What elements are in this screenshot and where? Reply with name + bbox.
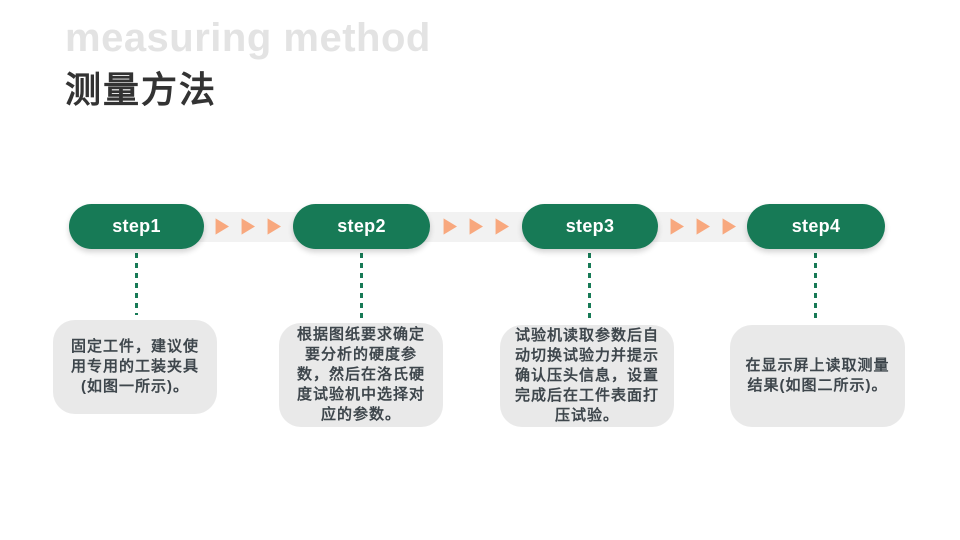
description-line: 用专用的工装夹具 <box>70 358 199 375</box>
description-line: 确认压头信息，设置 <box>514 367 659 384</box>
triangle-right-icon <box>267 218 281 235</box>
step1-pill: step1 <box>69 204 204 249</box>
step3-pill: step3 <box>522 204 658 249</box>
step2-label: step2 <box>337 216 386 236</box>
triangle-right-icon <box>215 218 229 235</box>
description-line: 固定工件，建议使 <box>70 338 199 355</box>
dashed-connector-4 <box>814 253 817 321</box>
step2-pill: step2 <box>293 204 430 249</box>
step2-description: 根据图纸要求确定 要分析的硬度参 数，然后在洛氏硬 度试验机中选择对 应的参数。 <box>279 323 443 427</box>
triangle-right-icon <box>469 218 483 235</box>
dashed-connector-3 <box>588 253 591 321</box>
description-line: 完成后在工件表面打 <box>514 387 659 404</box>
page-title: 测量方法 <box>65 69 218 110</box>
step4-pill: step4 <box>747 204 885 249</box>
dashed-connector-1 <box>135 253 138 315</box>
description-line: 数，然后在洛氏硬 <box>296 366 425 383</box>
step1-description: 固定工件，建议使 用专用的工装夹具 (如图一所示)。 <box>53 320 217 414</box>
arrow-group-1 <box>215 218 281 235</box>
arrow-group-3 <box>670 218 736 235</box>
description-line: 在显示屏上读取测量 <box>745 357 890 374</box>
triangle-right-icon <box>670 218 684 235</box>
step3-description: 试验机读取参数后自 动切换试验力并提示 确认压头信息，设置 完成后在工件表面打 … <box>500 325 674 427</box>
step3-label: step3 <box>565 216 615 236</box>
triangle-right-icon <box>443 218 457 235</box>
step4-description: 在显示屏上读取测量 结果(如图二所示)。 <box>730 325 905 427</box>
dashed-connector-2 <box>360 253 363 319</box>
description-line: 试验机读取参数后自 <box>514 327 659 344</box>
description-line: 压试验。 <box>554 407 619 424</box>
arrow-group-2 <box>443 218 509 235</box>
triangle-right-icon <box>696 218 710 235</box>
description-line: 应的参数。 <box>320 406 401 423</box>
description-line: 结果(如图二所示)。 <box>747 377 888 394</box>
triangle-right-icon <box>241 218 255 235</box>
description-line: 要分析的硬度参 <box>304 346 417 363</box>
description-line: 根据图纸要求确定 <box>296 326 425 343</box>
triangle-right-icon <box>722 218 736 235</box>
description-line: (如图一所示)。 <box>81 378 189 395</box>
description-line: 度试验机中选择对 <box>296 386 425 403</box>
triangle-right-icon <box>495 218 509 235</box>
step4-label: step4 <box>791 216 841 236</box>
step1-label: step1 <box>112 216 161 236</box>
subtitle-english: measuring method <box>65 16 431 60</box>
description-line: 动切换试验力并提示 <box>514 347 659 364</box>
